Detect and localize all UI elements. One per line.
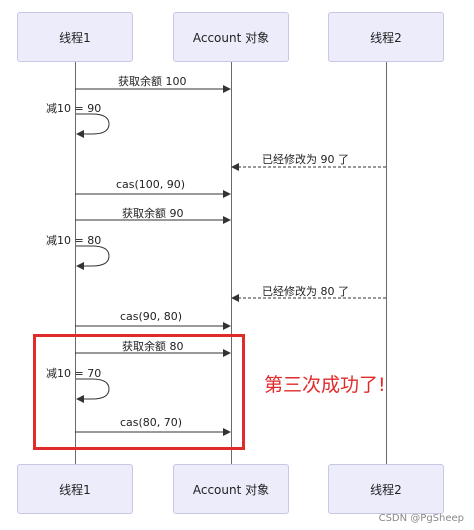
- arrow-self-subtract-90: [76, 113, 110, 138]
- participant-label: 线程2: [370, 30, 402, 45]
- participant-thread2-bottom: 线程2: [328, 464, 444, 514]
- participant-thread2-top: 线程2: [328, 12, 444, 62]
- msg-subtract-90: 减10 = 90: [46, 102, 102, 115]
- lifeline-account: [231, 62, 232, 464]
- msg-subtract-80: 减10 = 80: [46, 234, 102, 247]
- msg-get-balance-100: 获取余额 100: [118, 75, 187, 88]
- participant-label: Account 对象: [192, 482, 270, 497]
- msg-cas-90-80: cas(90, 80): [120, 310, 183, 323]
- participant-label: 线程1: [59, 482, 91, 497]
- participant-label: Account 对象: [192, 30, 270, 45]
- participant-account-bottom: Account 对象: [173, 464, 289, 514]
- msg-cas-100-90: cas(100, 90): [116, 178, 186, 191]
- participant-thread1-top: 线程1: [17, 12, 133, 62]
- msg-get-balance-90: 获取余额 90: [122, 207, 184, 220]
- msg-subtract-70: 减10 = 70: [46, 367, 102, 380]
- source-credit: CSDN @PgSheep: [378, 513, 464, 524]
- lifeline-thread2: [386, 62, 387, 464]
- arrow-self-subtract-80: [76, 245, 110, 270]
- success-highlight-box: [33, 334, 245, 450]
- msg-get-balance-80: 获取余额 80: [122, 340, 184, 353]
- arrow-self-subtract-70: [76, 378, 110, 403]
- msg-cas-80-70: cas(80, 70): [120, 416, 183, 429]
- msg-modified-80: 已经修改为 80 了: [262, 285, 349, 298]
- lifeline-thread1: [75, 62, 76, 464]
- success-annotation: 第三次成功了!: [264, 374, 386, 396]
- participant-label: 线程1: [59, 30, 91, 45]
- participant-thread1-bottom: 线程1: [17, 464, 133, 514]
- participant-label: 线程2: [370, 482, 402, 497]
- msg-modified-90: 已经修改为 90 了: [262, 153, 349, 166]
- participant-account-top: Account 对象: [173, 12, 289, 62]
